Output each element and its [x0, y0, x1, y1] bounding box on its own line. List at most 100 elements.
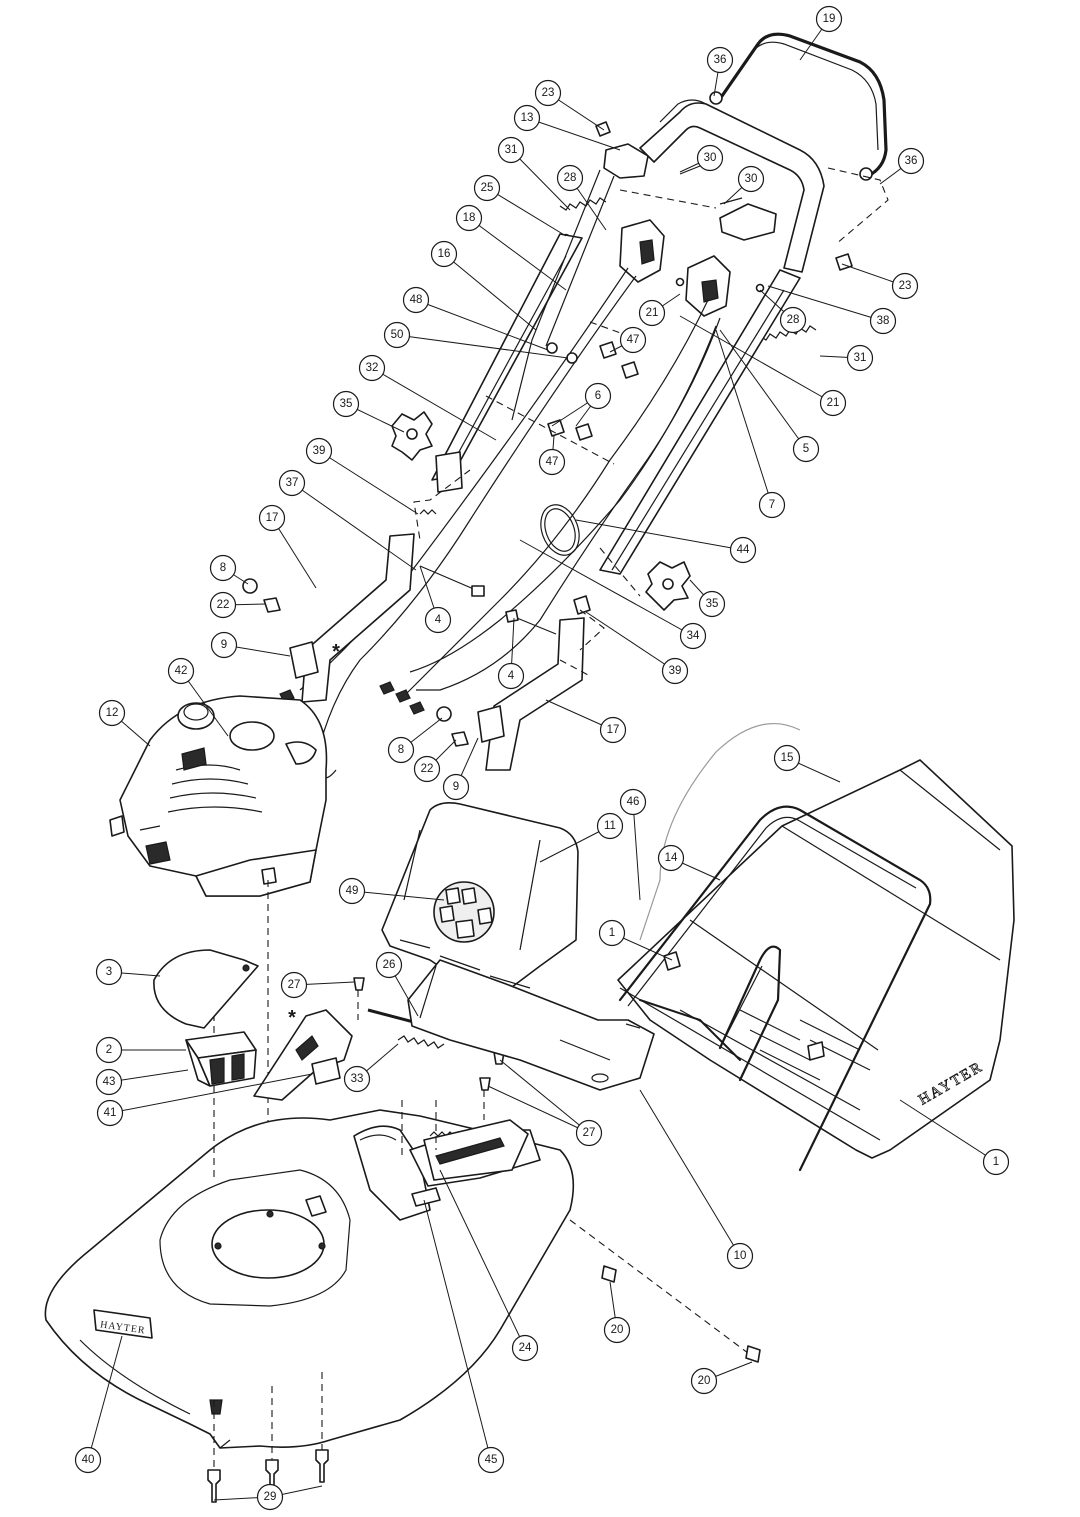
- spring-left: [559, 197, 607, 211]
- callout-circle: [209, 554, 237, 582]
- asterisk-deck: *: [288, 1007, 296, 1029]
- callout-label: 35: [340, 398, 353, 410]
- deck-engine-opening: [211, 1209, 325, 1279]
- callout-circle: [473, 174, 501, 202]
- callout-label: 22: [217, 599, 230, 611]
- callout-label: 18: [463, 212, 476, 224]
- callout-label: 19: [823, 13, 836, 25]
- engine-fuel-cap: [177, 702, 215, 730]
- callout-circle: [698, 590, 726, 618]
- engine-assembly: [109, 695, 328, 1300]
- callout-label: 11: [604, 820, 616, 832]
- lower-handle-tubes: [242, 169, 801, 779]
- callout-label: 36: [905, 155, 918, 167]
- callout-leader: [291, 482, 417, 571]
- callout-circle: [556, 164, 584, 192]
- callout-leader: [439, 1169, 526, 1349]
- engine-guard-parts: [153, 949, 259, 1087]
- callout-label: 6: [595, 390, 601, 402]
- callout-label: 8: [398, 744, 404, 756]
- callout-circle: [897, 147, 925, 175]
- bail-handle: [720, 32, 888, 178]
- grass-box-frame: [618, 805, 932, 1172]
- callout-circle: [278, 469, 306, 497]
- callout-label: 21: [827, 397, 840, 409]
- callout-circle: [619, 788, 647, 816]
- callout-label: 46: [627, 796, 640, 808]
- lower-handle-bracket-left: [301, 533, 415, 703]
- callout-leader: [351, 890, 445, 901]
- engine-oil-cap: [229, 721, 275, 751]
- callout-label: 32: [366, 362, 379, 374]
- upper-handle-frame: [639, 102, 825, 273]
- callout-leader: [87, 1335, 123, 1461]
- callout-leader: [180, 670, 229, 737]
- mower-deck: HAYTER: [44, 977, 761, 1503]
- callout-label: 15: [781, 752, 794, 764]
- callout-label: 49: [346, 885, 359, 897]
- callout-label: 16: [438, 248, 451, 260]
- callout-label: 29: [264, 1491, 277, 1503]
- callout-label: 39: [669, 665, 682, 677]
- callout-circle: [424, 606, 452, 634]
- callout-label: 28: [787, 314, 800, 326]
- callout-circle: [256, 1483, 284, 1511]
- callout-label: 44: [737, 544, 750, 556]
- callout-leader: [108, 1069, 189, 1083]
- callout-leader: [443, 253, 537, 331]
- callout-leader: [519, 539, 694, 637]
- callout-leader: [526, 117, 621, 151]
- deck-screw-left: [207, 1469, 221, 1503]
- callout-circle: [758, 491, 786, 519]
- callout-leader: [639, 1089, 741, 1257]
- rear-deflector: [407, 959, 655, 1091]
- callout-label: 50: [391, 329, 404, 341]
- callout-circle: [513, 104, 541, 132]
- callout-leader: [415, 299, 549, 351]
- callout-leader: [585, 611, 676, 672]
- callout-label: 41: [104, 1107, 117, 1119]
- callout-circle: [657, 844, 685, 872]
- callout-label: 23: [542, 87, 555, 99]
- callout-label: 20: [611, 1324, 624, 1336]
- callout-leader: [499, 1059, 590, 1134]
- callout-circle: [596, 812, 624, 840]
- callout-circle: [383, 321, 411, 349]
- callout-circle: [869, 307, 897, 335]
- callout-circle: [402, 286, 430, 314]
- callout-leader: [371, 367, 497, 441]
- handle-clamp-left: [603, 143, 649, 179]
- callout-label: 13: [521, 112, 534, 124]
- callout-leader: [510, 149, 571, 211]
- callout-circle: [599, 716, 627, 744]
- callout-label: 5: [803, 443, 809, 455]
- callout-label: 1: [993, 1156, 999, 1168]
- callout-circle: [706, 46, 734, 74]
- callout-circle: [305, 437, 333, 465]
- callout-circle: [729, 536, 757, 564]
- callout-circle: [638, 299, 666, 327]
- callout-label: 47: [546, 456, 559, 468]
- callout-circle: [455, 204, 483, 232]
- control-cable-32: [315, 275, 637, 779]
- cable-tie: [540, 504, 580, 556]
- callout-leader: [539, 825, 611, 863]
- callout-circle: [511, 1334, 539, 1362]
- callout-circle: [98, 699, 126, 727]
- callout-circle: [538, 448, 566, 476]
- control-cable-34: [399, 299, 709, 701]
- callout-circle: [258, 504, 286, 532]
- callout-leader: [486, 187, 567, 237]
- callout-label: 34: [687, 630, 700, 642]
- callout-circle: [477, 1446, 505, 1474]
- deck-spring: [397, 1035, 445, 1049]
- callout-circle: [619, 326, 647, 354]
- callout-label: 17: [266, 512, 279, 524]
- callout-circle: [96, 1099, 124, 1127]
- callout-label: 24: [519, 1342, 532, 1354]
- callout-circle: [815, 5, 843, 33]
- callout-leader: [632, 801, 641, 901]
- callout-circle: [690, 1367, 718, 1395]
